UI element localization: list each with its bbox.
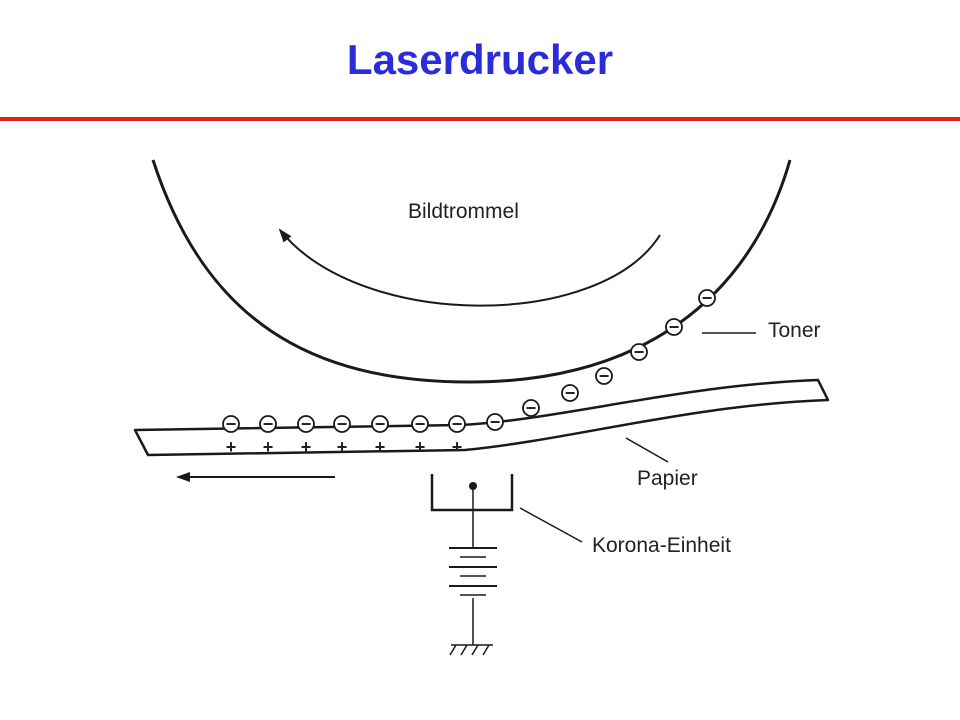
- negative-charge-sign: −: [702, 288, 713, 308]
- toner-particle: −: [486, 412, 504, 432]
- paper-label: Papier: [637, 467, 698, 490]
- negative-charge-sign: −: [599, 366, 610, 386]
- positive-charge-sign: +: [301, 437, 312, 457]
- positive-charge-sign: +: [263, 437, 274, 457]
- corona-leader-line: [519, 507, 583, 543]
- toner-particle: −: [297, 414, 315, 434]
- corona-label: Korona-Einheit: [592, 534, 731, 557]
- page-title: Laserdrucker: [346, 36, 614, 83]
- negative-charge-sign: −: [337, 414, 348, 434]
- toner-particles: − − − − − − − − − − − − − −: [222, 288, 716, 434]
- positive-charge-sign: +: [226, 437, 237, 457]
- paper-charges: + + + + + + +: [226, 437, 463, 457]
- drum-label: Bildtrommel: [408, 200, 519, 223]
- toner-particle: −: [522, 398, 540, 418]
- paper-sheet: [133, 378, 830, 457]
- toner-particle: −: [259, 414, 277, 434]
- negative-charge-sign: −: [375, 414, 386, 434]
- toner-particle: −: [333, 414, 351, 434]
- toner-particle: −: [371, 414, 389, 434]
- negative-charge-sign: −: [452, 414, 463, 434]
- toner-particle: −: [222, 414, 240, 434]
- positive-charge-sign: +: [337, 437, 348, 457]
- title-divider: [0, 117, 960, 121]
- toner-particle: −: [561, 383, 579, 403]
- battery-symbol: [449, 547, 497, 596]
- toner-label: Toner: [768, 319, 821, 342]
- toner-particle: −: [698, 288, 716, 308]
- toner-particle: −: [595, 366, 613, 386]
- positive-charge-sign: +: [415, 437, 426, 457]
- negative-charge-sign: −: [490, 412, 501, 432]
- paper-leader-line: [625, 437, 669, 463]
- toner-particle: −: [448, 414, 466, 434]
- negative-charge-sign: −: [301, 414, 312, 434]
- negative-charge-sign: −: [415, 414, 426, 434]
- drum-outline: [151, 159, 792, 384]
- negative-charge-sign: −: [526, 398, 537, 418]
- negative-charge-sign: −: [565, 383, 576, 403]
- toner-particle: −: [630, 342, 648, 362]
- toner-particle: −: [665, 317, 683, 337]
- ground-symbol: [449, 644, 493, 656]
- positive-charge-sign: +: [375, 437, 386, 457]
- negative-charge-sign: −: [226, 414, 237, 434]
- drum-rotation-arrow: [278, 228, 661, 307]
- negative-charge-sign: −: [634, 342, 645, 362]
- negative-charge-sign: −: [263, 414, 274, 434]
- toner-particle: −: [411, 414, 429, 434]
- corona-housing: [430, 474, 514, 512]
- negative-charge-sign: −: [669, 317, 680, 337]
- positive-charge-sign: +: [452, 437, 463, 457]
